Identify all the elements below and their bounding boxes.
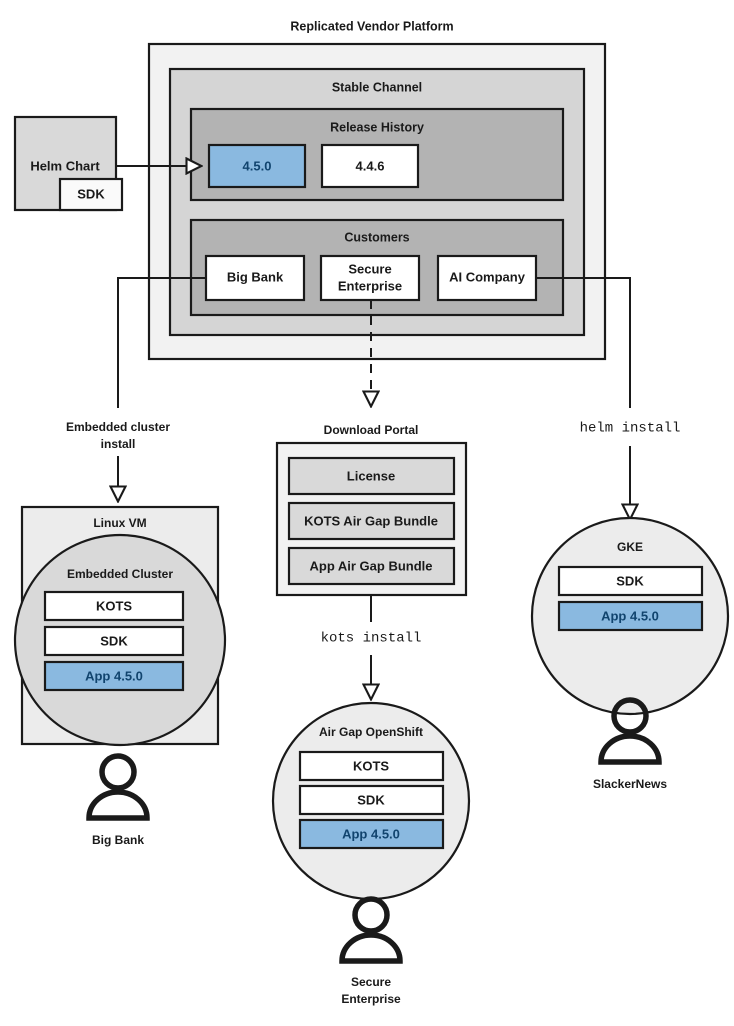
release-history-title: Release History — [330, 120, 424, 134]
artifact-license[interactable] — [287, 456, 456, 496]
artifact-app-air-gap-bundle-label: App Air Gap Bundle — [309, 558, 432, 573]
page-title: Replicated Vendor Platform — [290, 19, 453, 33]
release-4-4-6[interactable] — [320, 143, 420, 189]
customers-title: Customers — [344, 230, 409, 244]
linux-vm-label: Linux VM — [93, 516, 146, 530]
edge-ai-company-to-helm-install — [536, 277, 631, 408]
embedded-cluster-label: Embedded Cluster — [67, 567, 173, 581]
release-4-4-6-label: 4.4.6 — [356, 158, 385, 173]
customer-secure-enterprise[interactable] — [319, 254, 421, 302]
edge-embedded-install-label-line2: install — [101, 437, 136, 451]
openshift-component-app-label: App 4.5.0 — [342, 826, 400, 841]
gke-component-sdk[interactable] — [557, 565, 704, 597]
actor-big-bank-label: Big Bank — [92, 833, 144, 847]
release-4-5-0[interactable] — [207, 143, 307, 189]
linux-vm-component-kots[interactable] — [43, 590, 185, 622]
openshift-component-sdk[interactable] — [298, 784, 445, 816]
stable-channel-title: Stable Channel — [332, 80, 422, 94]
edge-kots-install-label: kots install — [321, 631, 422, 647]
linux-vm-component-sdk[interactable] — [43, 625, 185, 657]
download-portal-title: Download Portal — [324, 423, 419, 437]
release-4-5-0-label: 4.5.0 — [243, 158, 272, 173]
customer-big-bank-label: Big Bank — [227, 269, 284, 284]
customer-big-bank[interactable] — [204, 254, 306, 302]
artifact-license-label: License — [347, 468, 395, 483]
actor-secure-enterprise-label-line2: Enterprise — [341, 992, 401, 1006]
artifact-app-air-gap-bundle[interactable] — [287, 546, 456, 586]
customer-ai-company-label: AI Company — [449, 269, 526, 284]
openshift-component-sdk-label: SDK — [357, 792, 385, 807]
openshift-component-kots-label: KOTS — [353, 758, 389, 773]
person-head-icon — [611, 697, 649, 735]
gke-component-sdk-label: SDK — [616, 573, 644, 588]
actor-big-bank — [86, 753, 150, 821]
customer-secure-enterprise-label-line1: Secure — [348, 261, 391, 276]
openshift-component-app[interactable] — [298, 818, 445, 850]
artifact-kots-air-gap-bundle[interactable] — [287, 501, 456, 541]
linux-vm-component-app[interactable] — [43, 660, 185, 692]
linux-vm-component-kots-label: KOTS — [96, 598, 132, 613]
air-gap-openshift-label: Air Gap OpenShift — [319, 725, 423, 739]
helm-chart-label: Helm Chart — [30, 158, 100, 173]
actor-secure-enterprise — [339, 896, 403, 964]
gke-label: GKE — [617, 540, 643, 554]
person-body-icon — [598, 733, 662, 765]
actor-slackernews — [598, 697, 662, 765]
linux-vm-component-sdk-label: SDK — [100, 633, 128, 648]
person-head-icon — [99, 753, 137, 791]
gke-component-app-label: App 4.5.0 — [601, 608, 659, 623]
customer-ai-company[interactable] — [436, 254, 538, 302]
person-body-icon — [86, 789, 150, 821]
edge-embedded-install-label-line1: Embedded cluster — [66, 420, 170, 434]
artifact-kots-air-gap-bundle-label: KOTS Air Gap Bundle — [304, 513, 438, 528]
edge-big-bank-to-embedded-install — [117, 277, 206, 408]
actor-slackernews-label: SlackerNews — [593, 777, 667, 791]
actor-secure-enterprise-label-line1: Secure — [351, 975, 391, 989]
helm-chart-sdk-box — [58, 177, 124, 212]
openshift-component-kots[interactable] — [298, 750, 445, 782]
person-head-icon — [352, 896, 390, 934]
linux-vm-component-app-label: App 4.5.0 — [85, 668, 143, 683]
edge-helm-install-label: helm install — [580, 421, 681, 437]
person-body-icon — [339, 932, 403, 964]
gke-component-app[interactable] — [557, 600, 704, 632]
customer-secure-enterprise-label-line2: Enterprise — [338, 278, 402, 293]
helm-chart-sdk-label: SDK — [77, 186, 105, 201]
